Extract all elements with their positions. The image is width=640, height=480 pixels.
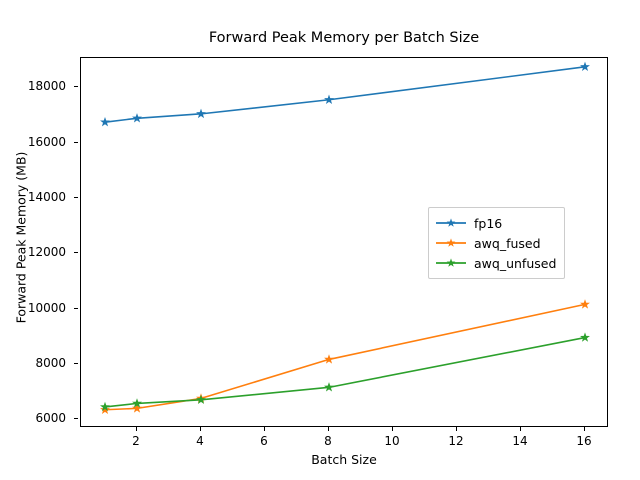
y-tick-label: 12000 — [27, 245, 66, 260]
legend-item-fp16[interactable]: fp16 — [435, 213, 556, 233]
x-tick-mark — [392, 427, 393, 431]
x-tick-label: 6 — [260, 434, 268, 448]
legend-label: fp16 — [474, 215, 503, 231]
x-tick-label: 2 — [132, 434, 140, 448]
x-tick-mark — [584, 427, 585, 431]
legend-label: awq_fused — [474, 235, 541, 251]
data-point-marker — [196, 394, 206, 404]
y-tick-mark — [74, 307, 78, 309]
chart-legend[interactable]: fp16 awq_fused awq_unfused — [428, 207, 566, 279]
x-tick-label: 14 — [512, 434, 528, 448]
y-tick-mark — [74, 141, 78, 143]
data-point-marker — [100, 116, 110, 127]
y-tick-mark — [74, 196, 78, 198]
x-tick-mark — [520, 427, 521, 431]
y-tick-mark — [74, 362, 78, 364]
legend-swatch-fp16 — [435, 216, 467, 230]
x-tick-mark — [200, 427, 201, 431]
y-tick-mark — [74, 252, 78, 254]
x-tick-label: 8 — [324, 434, 332, 448]
chart-title: Forward Peak Memory per Batch Size — [208, 30, 480, 46]
series-line-awq_fused — [104, 303, 586, 411]
series-line-fp16 — [104, 66, 586, 123]
y-tick-label: 14000 — [27, 189, 66, 204]
legend-swatch-awq_fused — [435, 236, 467, 250]
data-point-marker — [132, 403, 142, 413]
y-tick-label: 8000 — [35, 355, 66, 370]
data-point-marker — [580, 332, 590, 342]
y-tick-label: 10000 — [27, 300, 66, 315]
x-tick-mark — [136, 427, 137, 431]
x-tick-label: 16 — [576, 434, 592, 448]
legend-item-awq_unfused[interactable]: awq_unfused — [435, 253, 556, 273]
series-fp16 — [100, 61, 590, 127]
data-point-marker — [324, 382, 334, 392]
y-axis-tick-labels: 6000 8000 10000 12000 14000 16000 18000 — [0, 57, 78, 427]
y-tick-mark — [74, 418, 78, 420]
plot-area — [80, 57, 608, 427]
x-tick-label: 10 — [384, 434, 400, 448]
x-tick-mark — [456, 427, 457, 431]
data-point-marker — [100, 401, 110, 412]
data-point-marker — [132, 398, 142, 408]
x-tick-mark — [328, 427, 329, 431]
y-tick-label: 16000 — [27, 134, 66, 149]
legend-label: awq_unfused — [474, 255, 557, 271]
x-tick-mark — [264, 427, 265, 431]
data-point-marker — [100, 404, 110, 414]
series-awq_unfused — [100, 332, 590, 412]
x-axis-label: Batch Size — [311, 452, 377, 467]
legend-swatch-awq_unfused — [435, 256, 467, 270]
data-point-marker — [580, 299, 590, 309]
plot-lines-svg — [100, 61, 590, 414]
data-point-marker — [132, 113, 142, 123]
data-point-marker — [580, 61, 590, 72]
y-tick-label: 18000 — [27, 79, 66, 94]
legend-item-awq_fused[interactable]: awq_fused — [435, 233, 556, 253]
data-point-marker — [324, 94, 334, 104]
x-tick-label: 12 — [448, 434, 464, 448]
y-tick-mark — [74, 86, 78, 88]
y-tick-label: 6000 — [35, 411, 66, 426]
data-point-marker — [196, 108, 206, 119]
x-tick-label: 4 — [196, 434, 204, 448]
data-point-marker — [324, 354, 334, 364]
x-axis-tick-labels: 2 4 6 8 10 12 14 16 — [80, 427, 608, 457]
series-awq_fused — [100, 299, 590, 414]
series-line-awq_unfused — [104, 336, 586, 408]
